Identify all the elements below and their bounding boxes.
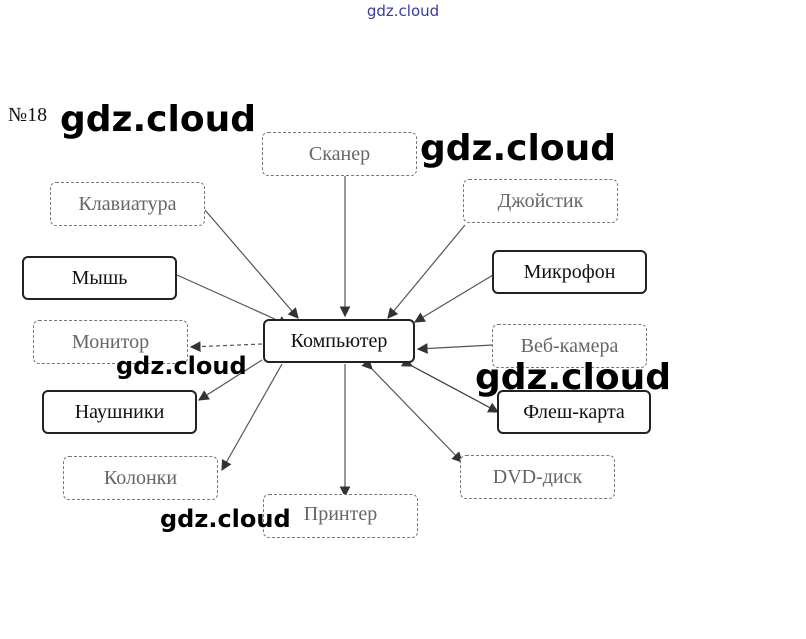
arrow-joystick-computer — [387, 224, 466, 319]
node-microphone: Микрофон — [492, 250, 647, 294]
node-webcam: Веб-камера — [492, 324, 647, 368]
arrow-mouse-computer — [176, 274, 290, 326]
node-mouse: Мышь — [22, 256, 177, 300]
watermark-1: gdz.cloud — [60, 99, 256, 140]
arrow-computer-speakers — [221, 363, 283, 472]
watermark-4: gdz.cloud — [475, 357, 671, 398]
node-computer: Компьютер — [263, 319, 415, 363]
arrow-computer-dvd — [361, 358, 463, 463]
node-printer: Принтер — [263, 494, 418, 538]
watermark-3: gdz.cloud — [116, 352, 247, 380]
node-flash-card: Флеш-карта — [497, 390, 651, 434]
task-number: №18 — [8, 104, 48, 126]
node-keyboard: Клавиатура — [50, 182, 205, 226]
node-speakers: Колонки — [63, 456, 218, 500]
node-joystick: Джойстик — [463, 179, 618, 223]
arrow-computer-headphones — [197, 359, 263, 401]
header-watermark: gdz.cloud — [366, 2, 440, 20]
arrow-webcam-computer — [416, 343, 494, 354]
arrow-keyboard-computer — [204, 209, 299, 319]
node-headphones: Наушники — [42, 390, 197, 434]
arrow-computer-monitor — [189, 341, 263, 352]
node-dvd-disk: DVD-диск — [460, 455, 615, 499]
arrow-microphone-computer — [413, 274, 494, 323]
node-monitor: Монитор — [33, 320, 188, 364]
node-scanner: Сканер — [262, 132, 417, 176]
watermark-5: gdz.cloud — [160, 505, 291, 533]
watermark-2: gdz.cloud — [420, 128, 616, 169]
